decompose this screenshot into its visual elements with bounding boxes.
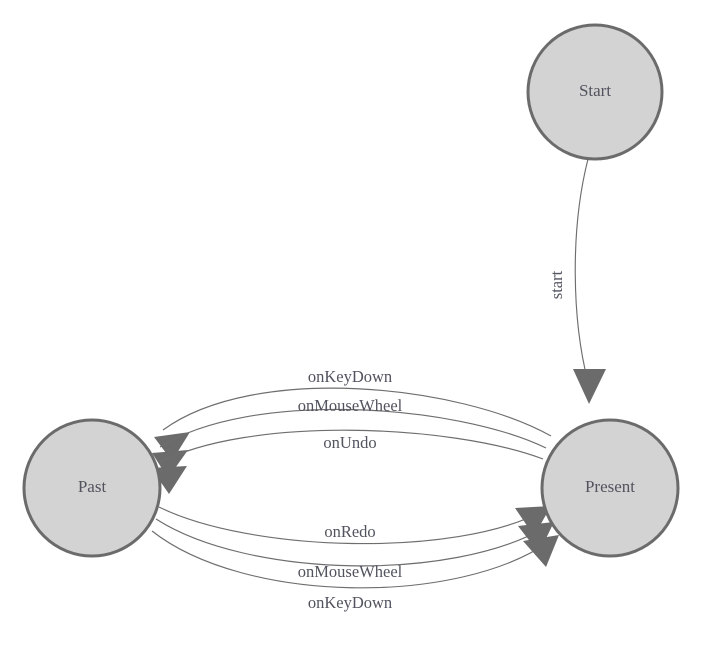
edge-start-to-present[interactable]: start [547, 158, 606, 404]
arrowhead-past-present-2 [518, 522, 554, 553]
arrowhead-past-present-1 [515, 506, 551, 536]
edge-label-past-present-onkeydown: onKeyDown [308, 593, 392, 612]
edge-label-past-present-onredo: onRedo [324, 522, 375, 541]
node-past-circle [22, 418, 162, 558]
edge-path-present-past-1 [162, 387, 552, 437]
edge-path-present-past-2 [159, 408, 547, 449]
edge-label-start: start [547, 270, 566, 299]
edge-label-present-past-onkeydown: onKeyDown [308, 367, 392, 386]
edge-path-present-past-3 [158, 429, 544, 464]
edge-label-past-present-onmousewheel: onMouseWheel [298, 562, 403, 581]
arrowhead-present-past-1 [154, 432, 190, 461]
node-start[interactable]: Start [526, 23, 664, 161]
edge-path-past-present-3 [151, 530, 551, 589]
node-start-circle [526, 23, 664, 161]
edge-present-to-past-onkeydown[interactable]: onKeyDown [154, 367, 552, 461]
arrowhead-past-present-3 [523, 535, 559, 567]
edge-past-to-present-onmousewheel[interactable]: onMouseWheel [155, 518, 554, 581]
edge-path-past-present-1 [158, 506, 544, 545]
edge-past-to-present-onkeydown[interactable]: onKeyDown [151, 530, 559, 612]
node-past-label: Past [78, 477, 107, 496]
node-present-label: Present [585, 477, 635, 496]
edge-present-to-past-onmousewheel[interactable]: onMouseWheel [152, 396, 547, 478]
node-start-label: Start [579, 81, 611, 100]
node-present[interactable]: Present [540, 418, 680, 558]
node-past[interactable]: Past [22, 418, 162, 558]
arrowhead-present-past-3 [151, 466, 187, 494]
node-present-circle [540, 418, 680, 558]
edge-past-to-present-onredo[interactable]: onRedo [158, 506, 551, 545]
edge-label-present-past-onundo: onUndo [323, 433, 376, 452]
arrowhead-present-past-2 [152, 450, 188, 478]
edge-label-present-past-onmousewheel: onMouseWheel [298, 396, 403, 415]
edge-present-to-past-onundo[interactable]: onUndo [151, 429, 544, 494]
arrowhead-start-present [573, 369, 606, 404]
edge-path-start-present [574, 158, 589, 383]
edge-path-past-present-2 [155, 518, 547, 567]
